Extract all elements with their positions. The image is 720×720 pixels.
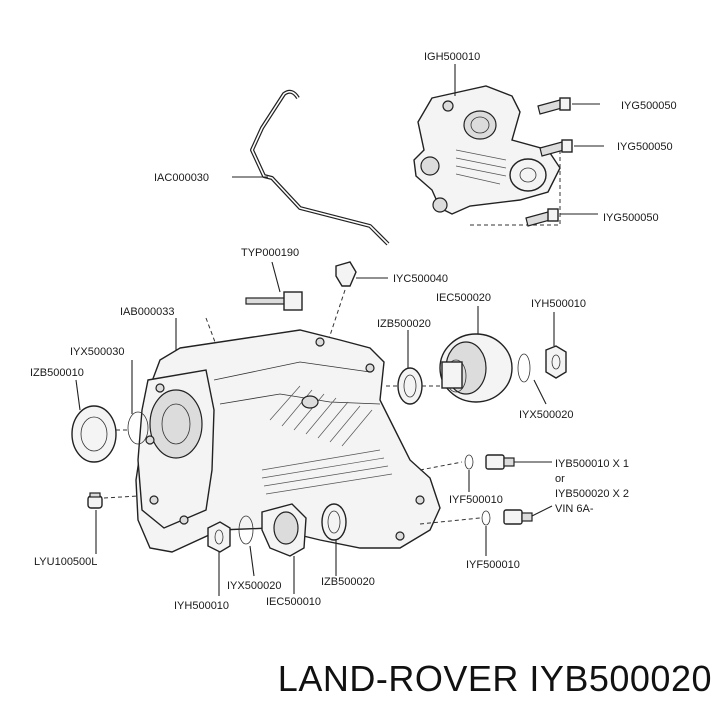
part-caption: LAND-ROVER IYB500020 <box>277 658 712 699</box>
washer-iyf500010-lower <box>481 510 491 526</box>
label-iyf500010-lower: IYF500010 <box>466 559 520 571</box>
seal-izb500020-bottom <box>321 503 347 541</box>
label-iyx500030: IYX500030 <box>70 346 124 358</box>
bolt-iyg500050-b <box>539 139 573 157</box>
label-izb500020-bottom: IZB500020 <box>321 576 375 588</box>
sensor-iyb-upper <box>485 454 515 470</box>
label-iyc500040: IYC500040 <box>393 273 448 285</box>
label-iyb-line3: IYB500020 X 2 <box>555 488 629 500</box>
nut-iyh500010-bottom <box>207 521 231 553</box>
bolt-iyg500050-c <box>525 208 559 227</box>
label-iyx500020-bottom: IYX500020 <box>227 580 281 592</box>
plug-lyu100500l <box>87 492 103 509</box>
label-lyu100500l: LYU100500L <box>34 556 97 568</box>
label-iec500020: IEC500020 <box>436 292 491 304</box>
label-iyg500050-c: IYG500050 <box>603 212 659 224</box>
breather-pipe-part <box>250 89 390 246</box>
label-iac000030: IAC000030 <box>154 172 209 184</box>
label-izb500010: IZB500010 <box>30 367 84 379</box>
label-iyx500020-right: IYX500020 <box>519 409 573 421</box>
seal-izb500020-top <box>397 367 423 405</box>
bolt-typ000190 <box>245 291 303 311</box>
label-iyg500050-b: IYG500050 <box>617 141 673 153</box>
transfer-case-housing-part <box>135 329 441 553</box>
fitting-iyc500040 <box>335 261 357 287</box>
nut-iyh500010-top <box>545 345 567 379</box>
seal-izb500010 <box>71 405 117 463</box>
label-igh500010: IGH500010 <box>424 51 480 63</box>
label-iyb-line4: VIN 6A- <box>555 503 594 515</box>
label-izb500020-top: IZB500020 <box>377 318 431 330</box>
label-iyg500050-a: IYG500050 <box>621 100 677 112</box>
shift-motor-part <box>413 85 561 215</box>
label-iyb-line2: or <box>555 473 565 485</box>
label-iec500010: IEC500010 <box>266 596 321 608</box>
ring-iyx500030 <box>127 411 149 445</box>
ring-iyx500020-bottom <box>238 515 254 545</box>
label-iyh500010-top: IYH500010 <box>531 298 586 310</box>
washer-iyf500010-upper <box>464 454 474 470</box>
label-iab000033: IAB000033 <box>120 306 174 318</box>
label-typ000190: TYP000190 <box>241 247 299 259</box>
flange-iec500010 <box>261 503 307 557</box>
ring-iyx500020-right <box>517 353 531 383</box>
flange-iec500020 <box>439 333 513 403</box>
label-iyh500010-bottom: IYH500010 <box>174 600 229 612</box>
sensor-iyb-lower <box>503 509 533 525</box>
label-iyf500010-upper: IYF500010 <box>449 494 503 506</box>
bolt-iyg500050-a <box>537 97 571 115</box>
label-iyb-line1: IYB500010 X 1 <box>555 458 629 470</box>
